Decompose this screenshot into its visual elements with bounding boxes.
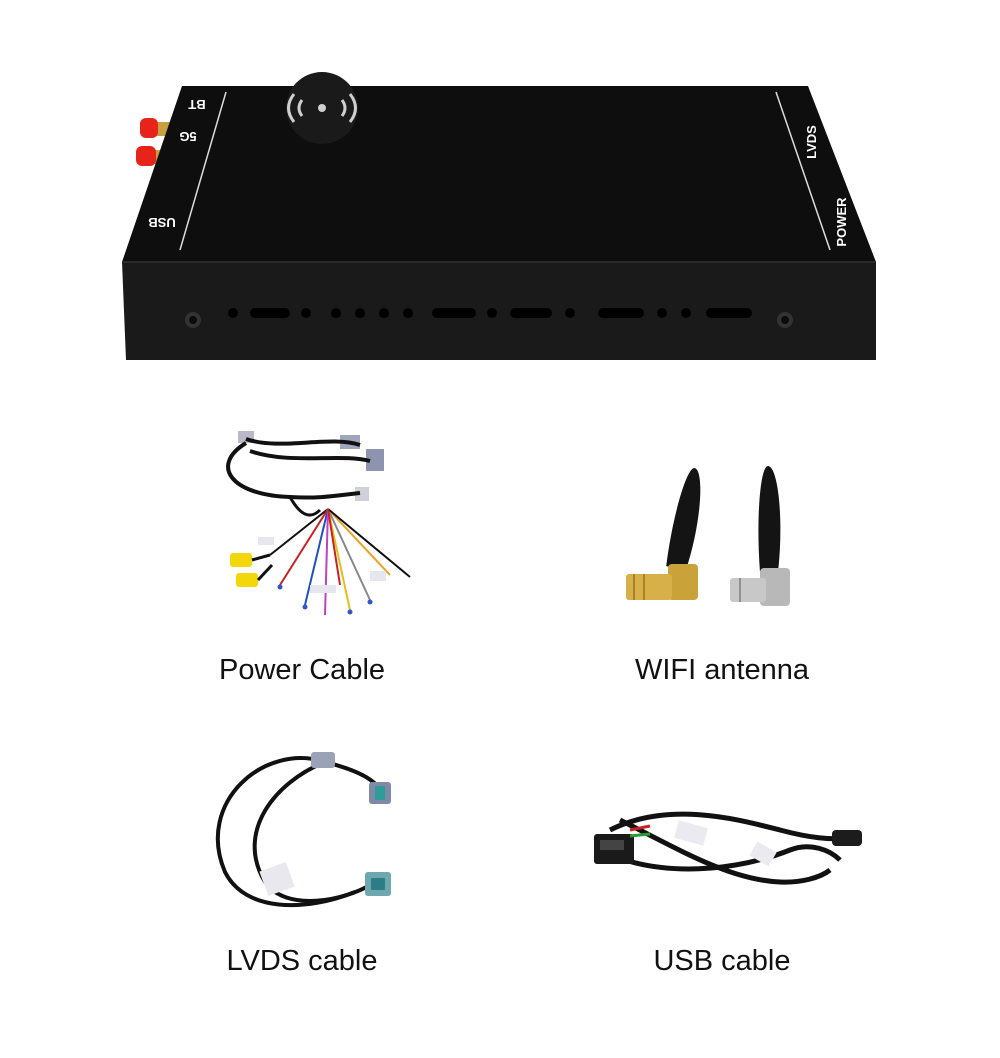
caption-power-cable: Power Cable	[218, 654, 386, 686]
caption-lvds-cable: LVDS cable	[226, 945, 378, 977]
caption-usb-cable: USB cable	[653, 945, 791, 977]
antenna-connector-top	[140, 118, 170, 138]
label-5g: 5G	[179, 129, 196, 144]
usb-cable-icon	[594, 811, 862, 885]
lvds-cable-icon	[215, 752, 391, 908]
wireless-logo-icon	[286, 72, 358, 144]
device-front-face	[122, 262, 876, 360]
label-lvds: LVDS	[804, 125, 819, 159]
label-power: POWER	[834, 197, 849, 247]
label-bt: BT	[188, 97, 205, 112]
vent-slots	[228, 308, 752, 318]
label-usb: USB	[148, 215, 175, 230]
caption-wifi-antenna: WIFI antenna	[634, 654, 810, 686]
screw-left	[185, 312, 201, 328]
navigation-box-device: BT 5G USB LVDS POWER	[122, 72, 876, 360]
wiring-harness-icon	[226, 431, 411, 616]
antenna-gold	[626, 468, 701, 600]
device-top-face	[122, 86, 876, 262]
antenna-icon	[626, 466, 790, 606]
antenna-silver	[730, 466, 790, 606]
screw-right	[777, 312, 793, 328]
